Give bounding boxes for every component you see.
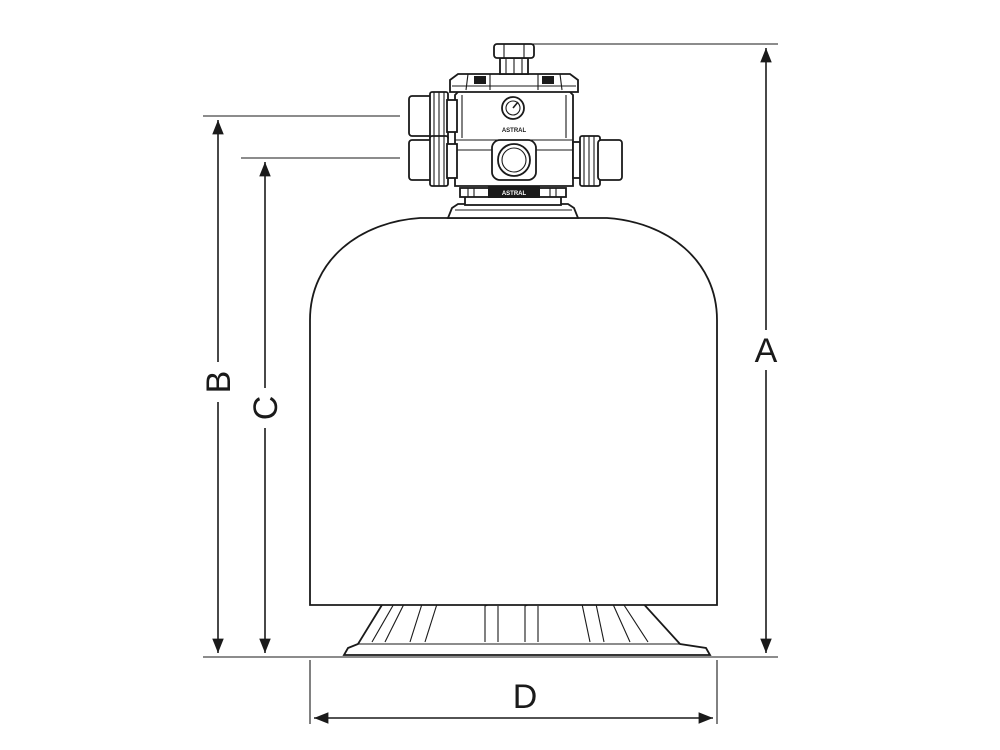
left-lower-port bbox=[408, 135, 458, 187]
dimension-label-a: A bbox=[755, 332, 778, 370]
dimension-label-d: D bbox=[513, 678, 538, 716]
front-port bbox=[491, 139, 537, 181]
right-port bbox=[572, 135, 623, 187]
pressure-gauge-icon bbox=[501, 96, 525, 120]
filter-base bbox=[342, 599, 712, 656]
filter-tank bbox=[309, 217, 718, 606]
valve-handle bbox=[493, 43, 535, 75]
valve-lid bbox=[449, 73, 579, 93]
left-upper-port bbox=[408, 91, 458, 141]
dimension-label-c: C bbox=[247, 396, 285, 421]
valve-clamp: ASTRAL bbox=[459, 186, 567, 198]
svg-text:ASTRAL: ASTRAL bbox=[502, 191, 527, 197]
extension-lines bbox=[203, 43, 778, 724]
valve-brand-label: ASTRAL bbox=[502, 128, 527, 134]
tank-collar bbox=[446, 195, 580, 219]
dimension-label-b: B bbox=[200, 371, 238, 394]
